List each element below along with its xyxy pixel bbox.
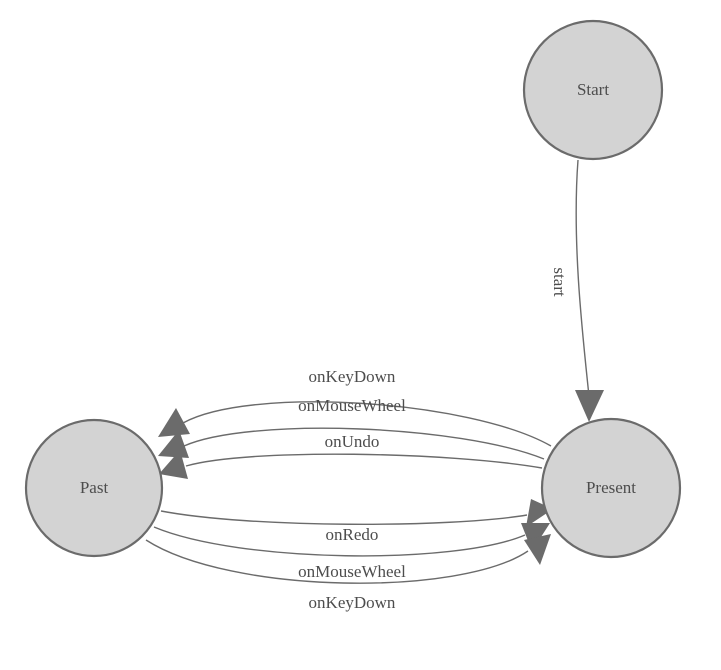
edge-onkeydown-to-past-arrowhead xyxy=(158,408,190,437)
edge-label-onundo-to-past: onUndo xyxy=(325,432,380,451)
edge-start-path xyxy=(575,159,590,397)
edge-onkeydown-to-past[interactable] xyxy=(158,401,552,447)
edge-onmousewheel-to-past-arrowhead xyxy=(158,430,189,458)
node-past[interactable]: Past xyxy=(24,418,164,558)
edges-layer xyxy=(145,159,604,584)
edge-onmousewheel-to-present[interactable] xyxy=(153,523,550,557)
edge-label-onmousewheel-to-present: onMouseWheel xyxy=(298,562,406,581)
node-present[interactable]: Present xyxy=(540,417,682,559)
edge-onmousewheel-to-past-path xyxy=(183,427,545,460)
edge-onkeydown-to-present[interactable] xyxy=(145,534,551,584)
edge-onundo-to-past-arrowhead xyxy=(159,450,188,479)
edge-onkeydown-to-present-path xyxy=(145,539,529,584)
edge-onmousewheel-to-present-arrowhead xyxy=(521,523,550,551)
edge-onundo-to-past-path xyxy=(185,453,543,469)
edge-label-onkeydown-to-past: onKeyDown xyxy=(309,367,396,386)
nodes-layer: Start Past Present xyxy=(24,19,682,559)
node-present-circle xyxy=(540,417,682,559)
edge-onredo-to-present-path xyxy=(160,510,528,525)
node-start-label: Start xyxy=(577,80,609,99)
edge-onmousewheel-to-past[interactable] xyxy=(158,427,545,460)
node-start-circle xyxy=(522,19,664,161)
edge-onkeydown-to-past-path xyxy=(182,401,552,447)
edge-labels-layer: start onKeyDown onMouseWheel onUndo onRe… xyxy=(298,267,569,612)
edge-label-onredo-to-present: onRedo xyxy=(326,525,379,544)
edge-onmousewheel-to-present-path xyxy=(153,526,526,557)
node-past-label: Past xyxy=(80,478,109,497)
node-past-circle xyxy=(24,418,164,558)
edge-label-onmousewheel-to-past: onMouseWheel xyxy=(298,396,406,415)
node-present-label: Present xyxy=(586,478,636,497)
edge-onkeydown-to-present-arrowhead xyxy=(524,534,551,565)
edge-onredo-to-present[interactable] xyxy=(160,499,553,527)
edge-onundo-to-past[interactable] xyxy=(159,450,543,479)
edge-start-arrowhead xyxy=(575,390,604,422)
edge-label-start: start xyxy=(550,267,569,297)
edge-start[interactable] xyxy=(575,159,604,422)
node-start[interactable]: Start xyxy=(522,19,664,161)
edge-label-onkeydown-to-present: onKeyDown xyxy=(309,593,396,612)
